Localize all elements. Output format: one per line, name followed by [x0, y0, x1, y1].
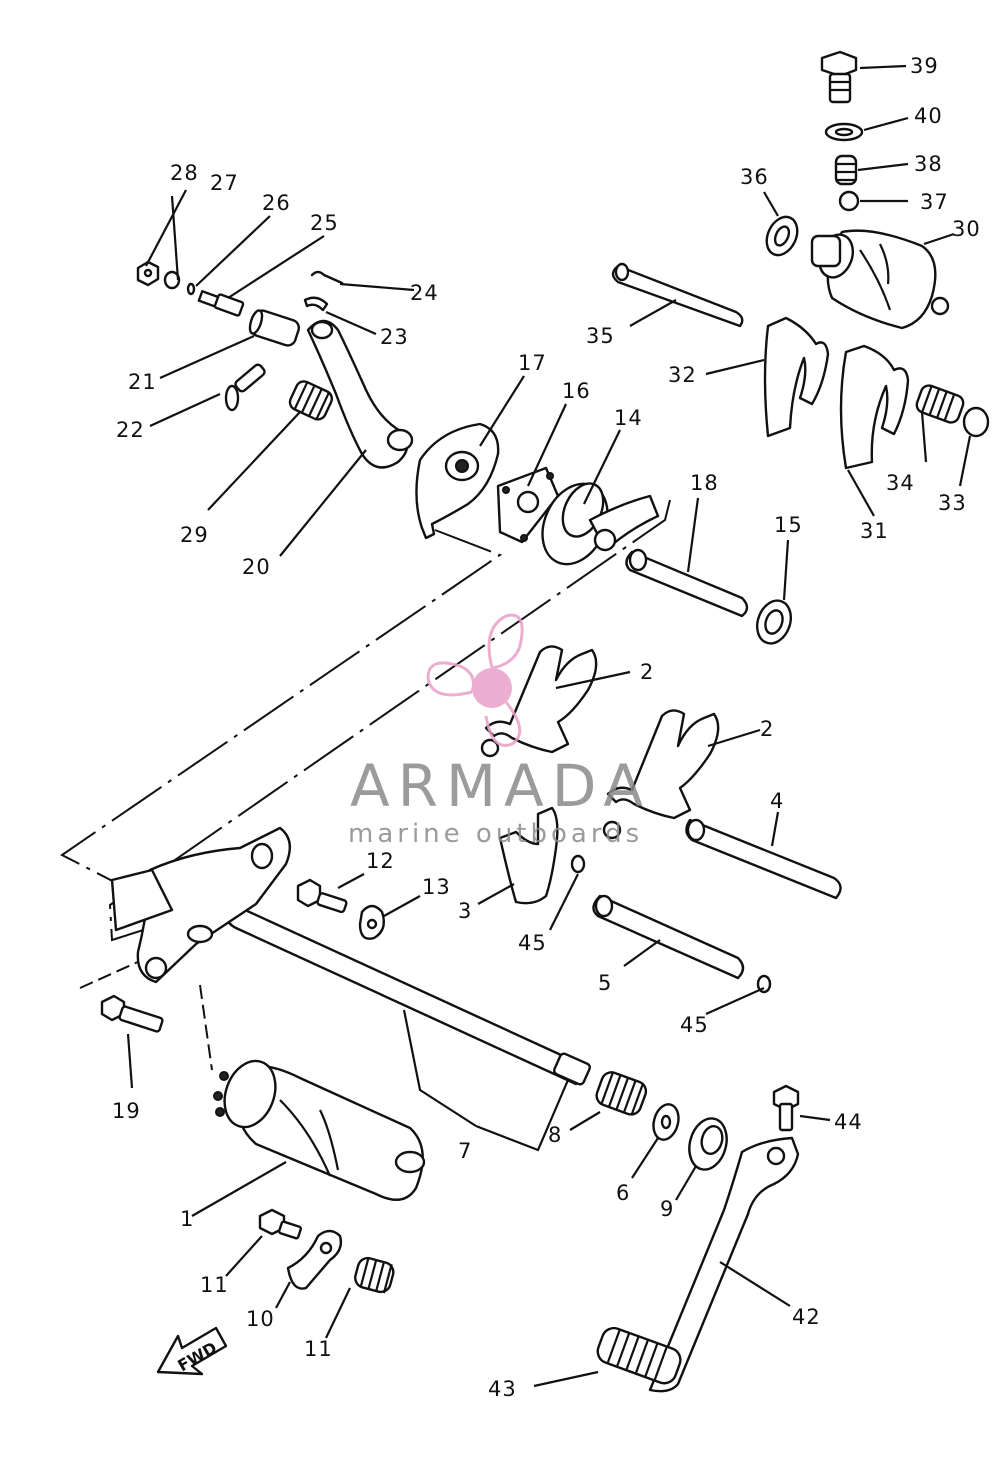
callout-10: 10 — [246, 1307, 275, 1331]
callout-28: 27 — [210, 171, 239, 195]
shift-lever-plate — [415, 422, 500, 540]
callout-36: 35 — [586, 324, 615, 348]
callout-27: 26 — [262, 191, 291, 215]
callout-29: 28 — [170, 161, 199, 185]
armada-watermark: ARMADA marine outboards — [348, 613, 651, 849]
callout-41: 40 — [914, 104, 943, 128]
callout-2a: 2 — [640, 660, 654, 684]
callout-45a: 45 — [518, 931, 547, 955]
bolt-44 — [772, 1084, 800, 1132]
shift-cam-1 — [213, 1059, 426, 1201]
bolt-12 — [258, 1208, 303, 1240]
callout-34: 33 — [938, 491, 967, 515]
callout-4: 4 — [770, 789, 784, 813]
callout-23: 22 — [116, 418, 145, 442]
linkage-small-parts — [136, 260, 344, 421]
callout-24: 23 — [380, 325, 409, 349]
fork-shaft-5 — [592, 894, 745, 980]
callout-18: 17 — [518, 351, 547, 375]
collar-9 — [688, 1117, 728, 1171]
fwd-arrow-icon: FWD — [156, 1326, 228, 1375]
callout-6: 6 — [616, 1181, 630, 1205]
fork-shaft-4 — [685, 818, 842, 900]
callout-43: 43 — [488, 1377, 517, 1401]
callout-38: 37 — [920, 190, 949, 214]
callout-37: 36 — [740, 165, 769, 189]
callout-35: 34 — [886, 471, 915, 495]
o-ring-45b — [756, 974, 772, 994]
callout-44: 44 — [834, 1110, 863, 1134]
callout-2b: 2 — [760, 717, 774, 741]
clip-14 — [358, 904, 385, 940]
callout-19: 18 — [690, 471, 719, 495]
callout-32: 31 — [860, 519, 889, 543]
spring-11 — [354, 1256, 395, 1294]
callout-22: 21 — [128, 370, 157, 394]
stopper-plate — [496, 466, 560, 544]
washer-16 — [755, 599, 793, 645]
shift-cam-31 — [810, 229, 950, 330]
callout-1: 1 — [180, 1207, 194, 1231]
bolt-20 — [100, 994, 164, 1033]
leader-lines — [126, 64, 972, 1388]
callout-42: 42 — [792, 1305, 821, 1329]
callout-39: 38 — [914, 152, 943, 176]
washer-6 — [652, 1103, 680, 1141]
callout-5: 5 — [598, 971, 612, 995]
o-ring-45a — [570, 854, 586, 874]
oil-seal-37 — [765, 215, 799, 257]
fork-shaft-upper — [611, 262, 744, 328]
callout-15: 14 — [614, 406, 643, 430]
pedal-rubber-43 — [596, 1326, 682, 1385]
propeller-logo-icon — [426, 613, 524, 747]
shift-fork-33 — [763, 316, 830, 438]
callout-8: 8 — [548, 1123, 562, 1147]
shift-fork-2a — [480, 645, 598, 758]
callout-12: 11 — [200, 1273, 229, 1297]
callout-40: 39 — [910, 54, 939, 78]
callout-33: 32 — [668, 363, 697, 387]
callout-31: 30 — [952, 217, 981, 241]
callout-25: 24 — [410, 281, 439, 305]
callout-13: 12 — [366, 849, 395, 873]
stopper-lever — [541, 482, 660, 566]
shift-fork-3 — [498, 806, 559, 905]
callout-30: 29 — [180, 523, 209, 547]
watermark-tagline: marine outboards — [348, 819, 643, 849]
callout-16: 15 — [774, 513, 803, 537]
callout-14: 13 — [422, 875, 451, 899]
callout-26: 25 — [310, 211, 339, 235]
callout-9: 9 — [660, 1197, 674, 1221]
detent-assembly — [820, 50, 864, 212]
lever-10 — [286, 1229, 343, 1290]
shift-fork-2b — [602, 709, 720, 840]
bolt-13 — [296, 878, 348, 914]
callout-3: 3 — [458, 899, 472, 923]
washer-34 — [962, 406, 990, 438]
callout-labels: 39 40 38 37 36 30 35 32 34 33 31 28 27 2… — [112, 54, 981, 1401]
callout-45b: 45 — [680, 1013, 709, 1037]
callout-20: 19 — [112, 1099, 141, 1123]
spring-35 — [915, 384, 965, 424]
callout-11: 11 — [304, 1337, 333, 1361]
shift-fork-32 — [839, 344, 910, 470]
callout-17: 16 — [562, 379, 591, 403]
spring-8 — [595, 1071, 648, 1116]
fork-shaft-middle — [625, 548, 749, 618]
shift-shaft-7 — [110, 826, 592, 1086]
shift-arm — [306, 319, 414, 469]
callout-21: 20 — [242, 555, 271, 579]
watermark-brand: ARMADA — [350, 752, 651, 820]
callout-7: 7 — [458, 1139, 472, 1163]
